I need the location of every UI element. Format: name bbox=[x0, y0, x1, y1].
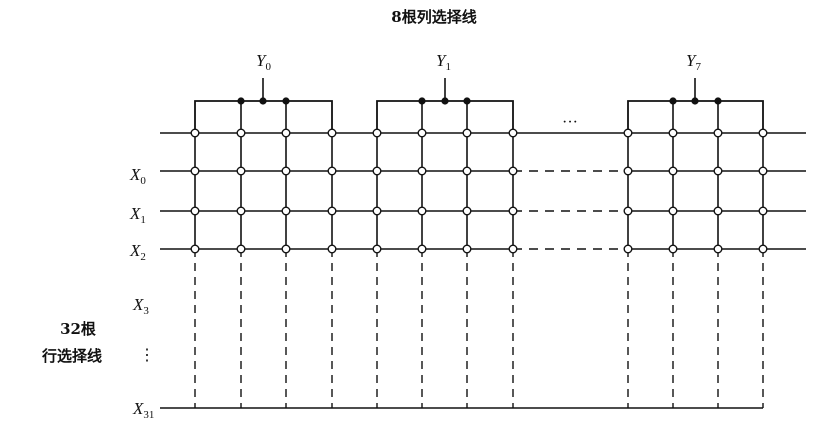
cell-node bbox=[758, 166, 768, 176]
cell-node bbox=[236, 128, 246, 138]
cell-node bbox=[281, 166, 291, 176]
cell-node bbox=[236, 166, 246, 176]
cell-node bbox=[623, 206, 633, 216]
cell-node bbox=[758, 206, 768, 216]
cell-node bbox=[713, 206, 723, 216]
cell-grid bbox=[160, 78, 806, 409]
row-label-x3: X3 bbox=[132, 295, 149, 317]
cell-node bbox=[508, 244, 518, 254]
row-ellipsis: ⋮ bbox=[139, 347, 155, 364]
group-y7-bus bbox=[627, 100, 764, 133]
cell-node bbox=[236, 206, 246, 216]
cell-node bbox=[668, 128, 678, 138]
cell-node bbox=[508, 128, 518, 138]
cell-node bbox=[462, 206, 472, 216]
cell-node bbox=[462, 166, 472, 176]
group-y0-bus bbox=[194, 100, 333, 133]
cell-node bbox=[281, 128, 291, 138]
cell-node bbox=[758, 128, 768, 138]
group-y1-bus bbox=[376, 100, 514, 133]
cell-node bbox=[668, 206, 678, 216]
column-ellipsis: ··· bbox=[562, 114, 578, 131]
row-label-x2: X2 bbox=[129, 241, 146, 263]
cell-node bbox=[372, 128, 382, 138]
cell-node bbox=[327, 244, 337, 254]
bus-junction-dot bbox=[691, 97, 699, 105]
column-label-y0: Y0 bbox=[256, 51, 271, 73]
cell-node bbox=[236, 244, 246, 254]
cell-node bbox=[713, 128, 723, 138]
cell-node bbox=[190, 128, 200, 138]
column-label-y7: Y7 bbox=[686, 51, 701, 73]
row-label-x31: X31 bbox=[132, 399, 154, 421]
row-label-x1: X1 bbox=[129, 204, 146, 226]
cell-node bbox=[190, 244, 200, 254]
cell-node bbox=[417, 244, 427, 254]
cell-node bbox=[623, 166, 633, 176]
cell-node bbox=[417, 206, 427, 216]
cell-node bbox=[508, 206, 518, 216]
bus-junction-dot bbox=[259, 97, 267, 105]
bus-junction-dot bbox=[441, 97, 449, 105]
cell-node bbox=[281, 244, 291, 254]
cell-node bbox=[623, 128, 633, 138]
row-group-label-count: 32根 bbox=[60, 320, 96, 338]
cell-node bbox=[462, 128, 472, 138]
cell-node bbox=[327, 128, 337, 138]
cell-node bbox=[508, 166, 518, 176]
cell-node bbox=[623, 244, 633, 254]
column-label-y1: Y1 bbox=[436, 51, 451, 73]
cell-node bbox=[462, 244, 472, 254]
cell-node bbox=[713, 244, 723, 254]
cell-node bbox=[327, 206, 337, 216]
cell-node bbox=[190, 166, 200, 176]
cell-node bbox=[372, 244, 382, 254]
row-label-x0: X0 bbox=[129, 165, 146, 187]
cell-node bbox=[372, 166, 382, 176]
row-group-label-text: 行选择线 bbox=[41, 347, 102, 365]
diagram-title: 8根列选择线 bbox=[391, 8, 476, 26]
cell-node bbox=[281, 206, 291, 216]
cell-node bbox=[668, 244, 678, 254]
cell-node bbox=[372, 206, 382, 216]
cell-node bbox=[668, 166, 678, 176]
cell-node bbox=[713, 166, 723, 176]
cell-node bbox=[417, 166, 427, 176]
cell-node bbox=[190, 206, 200, 216]
cell-node bbox=[327, 166, 337, 176]
cell-node bbox=[417, 128, 427, 138]
cell-node bbox=[758, 244, 768, 254]
